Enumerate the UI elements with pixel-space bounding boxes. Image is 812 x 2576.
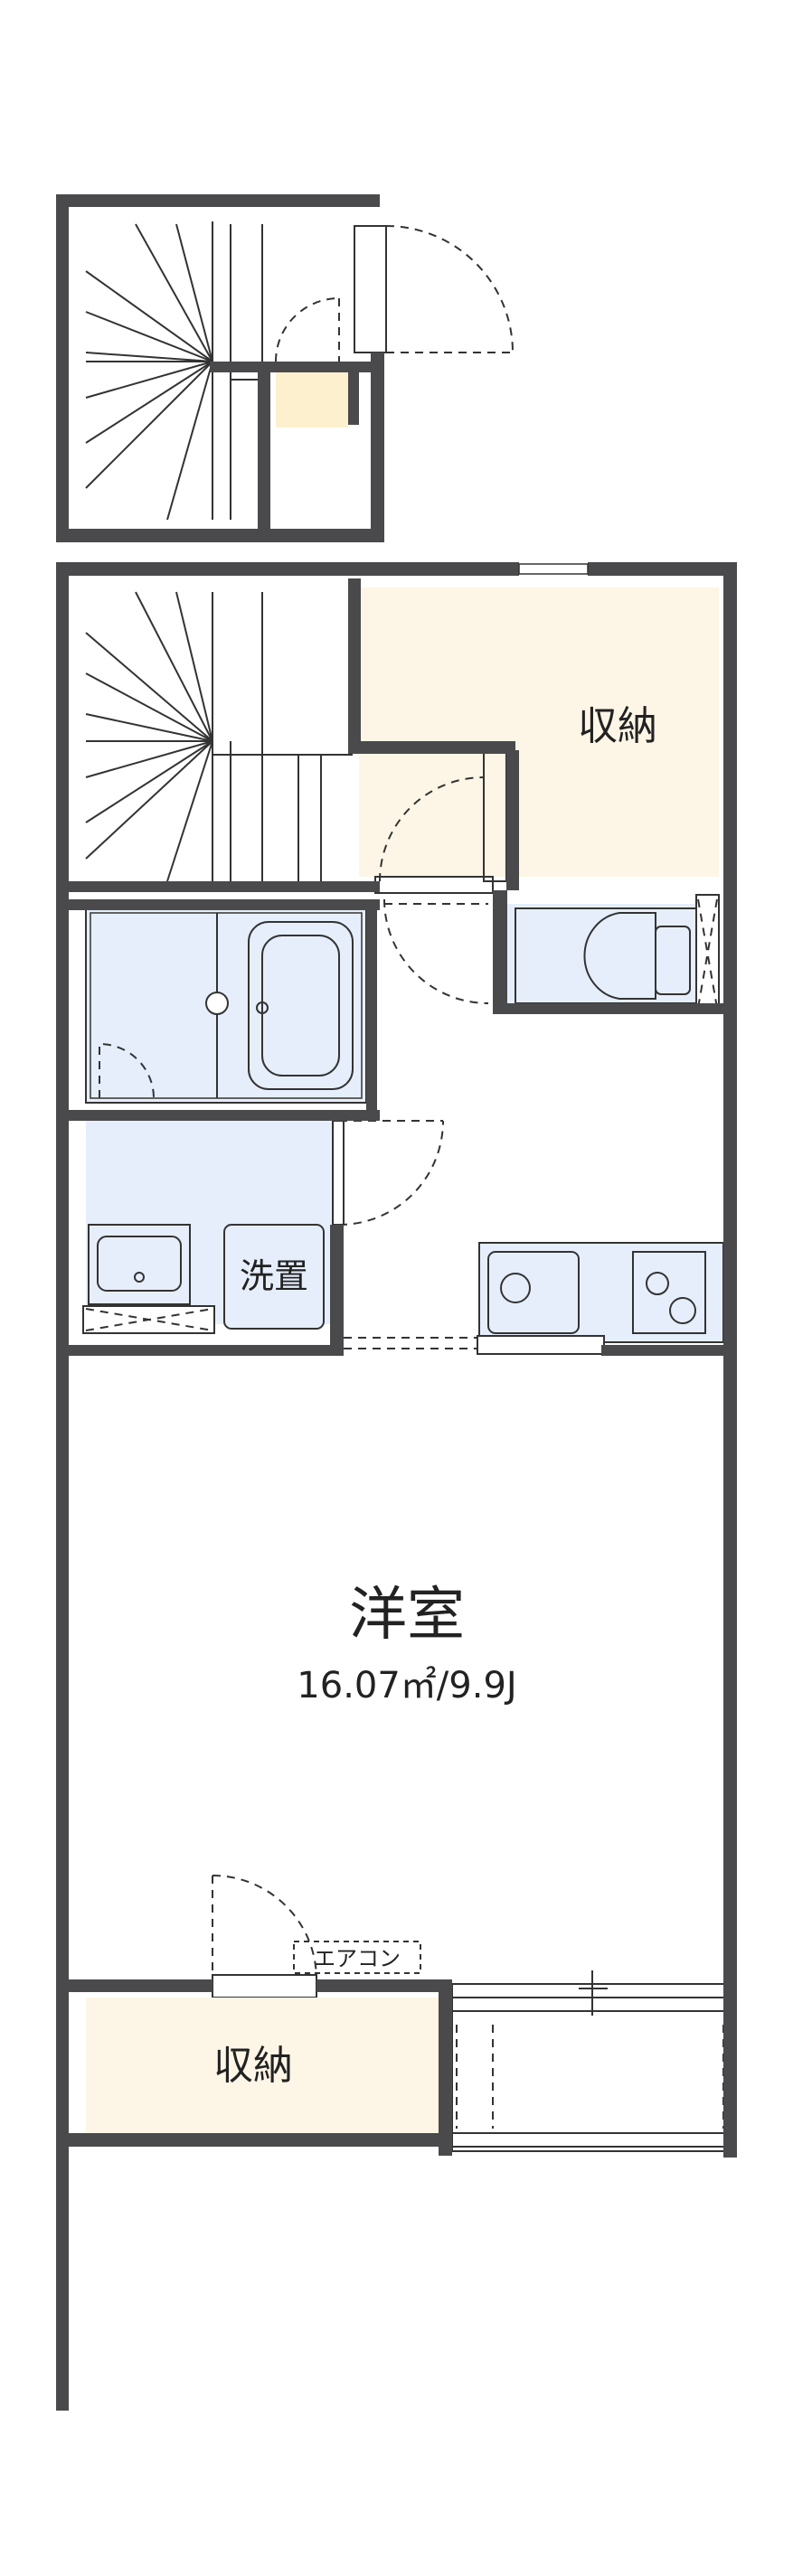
stair-hatch-area [276,366,348,428]
balcony [451,1970,729,2152]
bathroom [85,907,367,1104]
storage-upper-area [359,588,719,877]
western-room-area: 16.07㎡/9.9J [297,1665,516,1706]
washer-space-label: 洗置 [240,1256,308,1296]
storage-lower-label: 収納 [213,2043,293,2089]
washroom: 洗置 [82,1120,444,1334]
washer-space [223,1224,325,1330]
kitchen-sink [487,1251,580,1334]
stove [632,1251,706,1334]
window-top [518,563,589,575]
main-unit: 収納 洗置 [56,562,737,2411]
upper-entry-door [275,225,514,362]
upper-stair-block [56,194,514,542]
toilet-room [506,894,720,1013]
lower-staircase [85,591,353,882]
storage-upper-label: 収納 [578,703,657,749]
storage-lower-area [86,1998,439,2133]
bathtub [248,921,354,1090]
aircon-label: エアコン [314,1946,401,1971]
toilet-bowl [583,912,656,1000]
toilet-tank [655,926,691,995]
kitchen [344,1242,724,1355]
western-room-label: 洋室 [349,1582,465,1649]
